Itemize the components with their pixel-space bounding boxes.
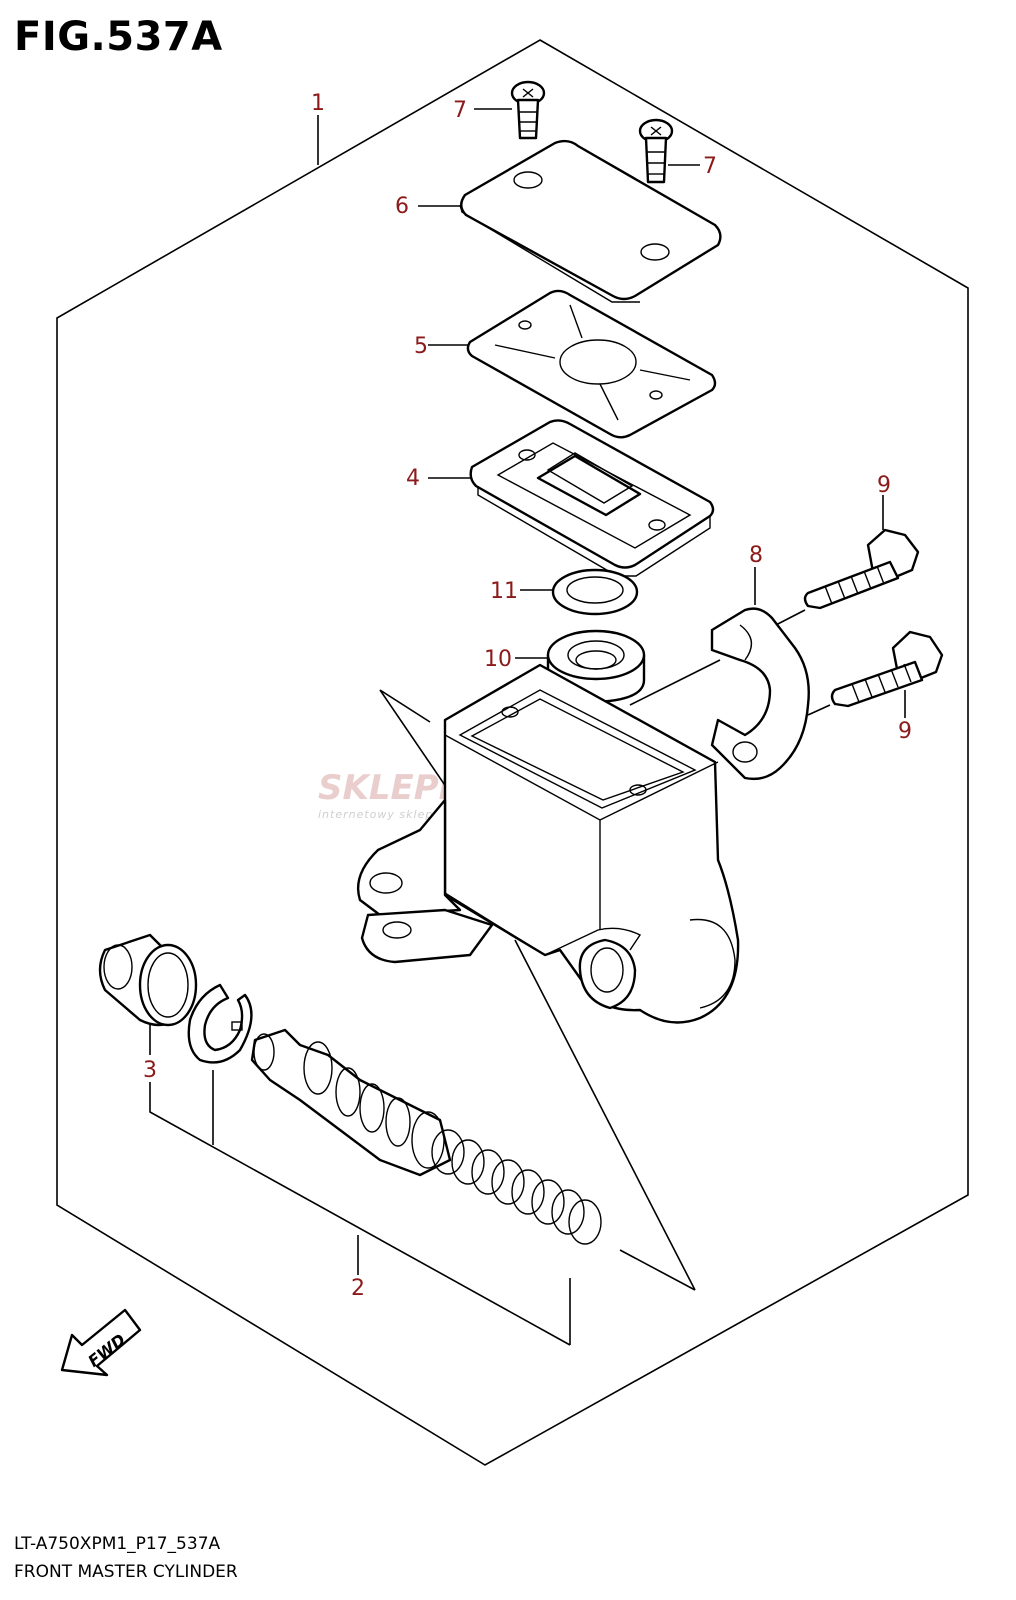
handlebar-holder xyxy=(710,607,810,781)
circlip xyxy=(187,983,253,1064)
callout-2: 2 xyxy=(351,1276,365,1301)
callout-1: 1 xyxy=(311,91,325,116)
piston-boot xyxy=(98,933,198,1027)
callout-10: 10 xyxy=(484,647,512,672)
callout-7-right: 7 xyxy=(703,154,717,179)
callout-5: 5 xyxy=(414,334,428,359)
return-spring xyxy=(431,1129,602,1245)
piston-assembly xyxy=(250,1028,452,1177)
callout-11: 11 xyxy=(490,579,518,604)
master-cylinder-body xyxy=(356,663,740,1024)
diaphragm-plate xyxy=(466,289,717,439)
figure-title: FIG.537A xyxy=(14,14,223,60)
holder-bolt-lower xyxy=(830,630,944,708)
callout-4: 4 xyxy=(406,466,420,491)
fwd-arrow: FWD xyxy=(60,1308,142,1377)
assembly-boundary xyxy=(56,39,969,1466)
o-ring xyxy=(551,568,639,616)
callouts: 1 2 3 4 5 6 7 7 8 9 9 10 11 xyxy=(143,91,912,1301)
callout-9-lower: 9 xyxy=(898,719,912,744)
callout-3: 3 xyxy=(143,1058,157,1083)
diaphragm xyxy=(469,419,715,577)
model-code: LT-A750XPM1_P17_537A xyxy=(14,1534,221,1554)
holder-bolt-upper xyxy=(803,528,920,610)
screw-top-right xyxy=(638,118,674,184)
callout-9-upper: 9 xyxy=(877,473,891,498)
leader-lines xyxy=(149,108,906,1346)
reservoir-cap xyxy=(459,139,722,303)
callout-6: 6 xyxy=(395,194,409,219)
section-name: FRONT MASTER CYLINDER xyxy=(14,1562,238,1582)
callout-8: 8 xyxy=(749,543,763,568)
callout-7-upper: 7 xyxy=(453,98,467,123)
screw-top-left xyxy=(510,80,546,140)
